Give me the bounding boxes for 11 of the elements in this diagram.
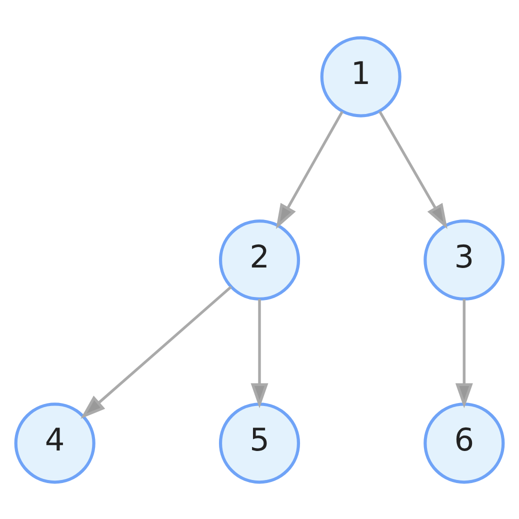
arrow — [455, 298, 473, 408]
node-circle: 3 — [424, 218, 505, 300]
node-circle: 1 — [320, 36, 402, 117]
arrow — [250, 298, 268, 408]
arrow — [276, 110, 344, 228]
arrow — [80, 285, 232, 418]
node-circle: 2 — [218, 218, 300, 300]
arrow — [378, 110, 448, 228]
node-circle: 5 — [218, 402, 300, 484]
node-circle: 6 — [424, 402, 505, 484]
node-circle: 4 — [14, 402, 96, 484]
